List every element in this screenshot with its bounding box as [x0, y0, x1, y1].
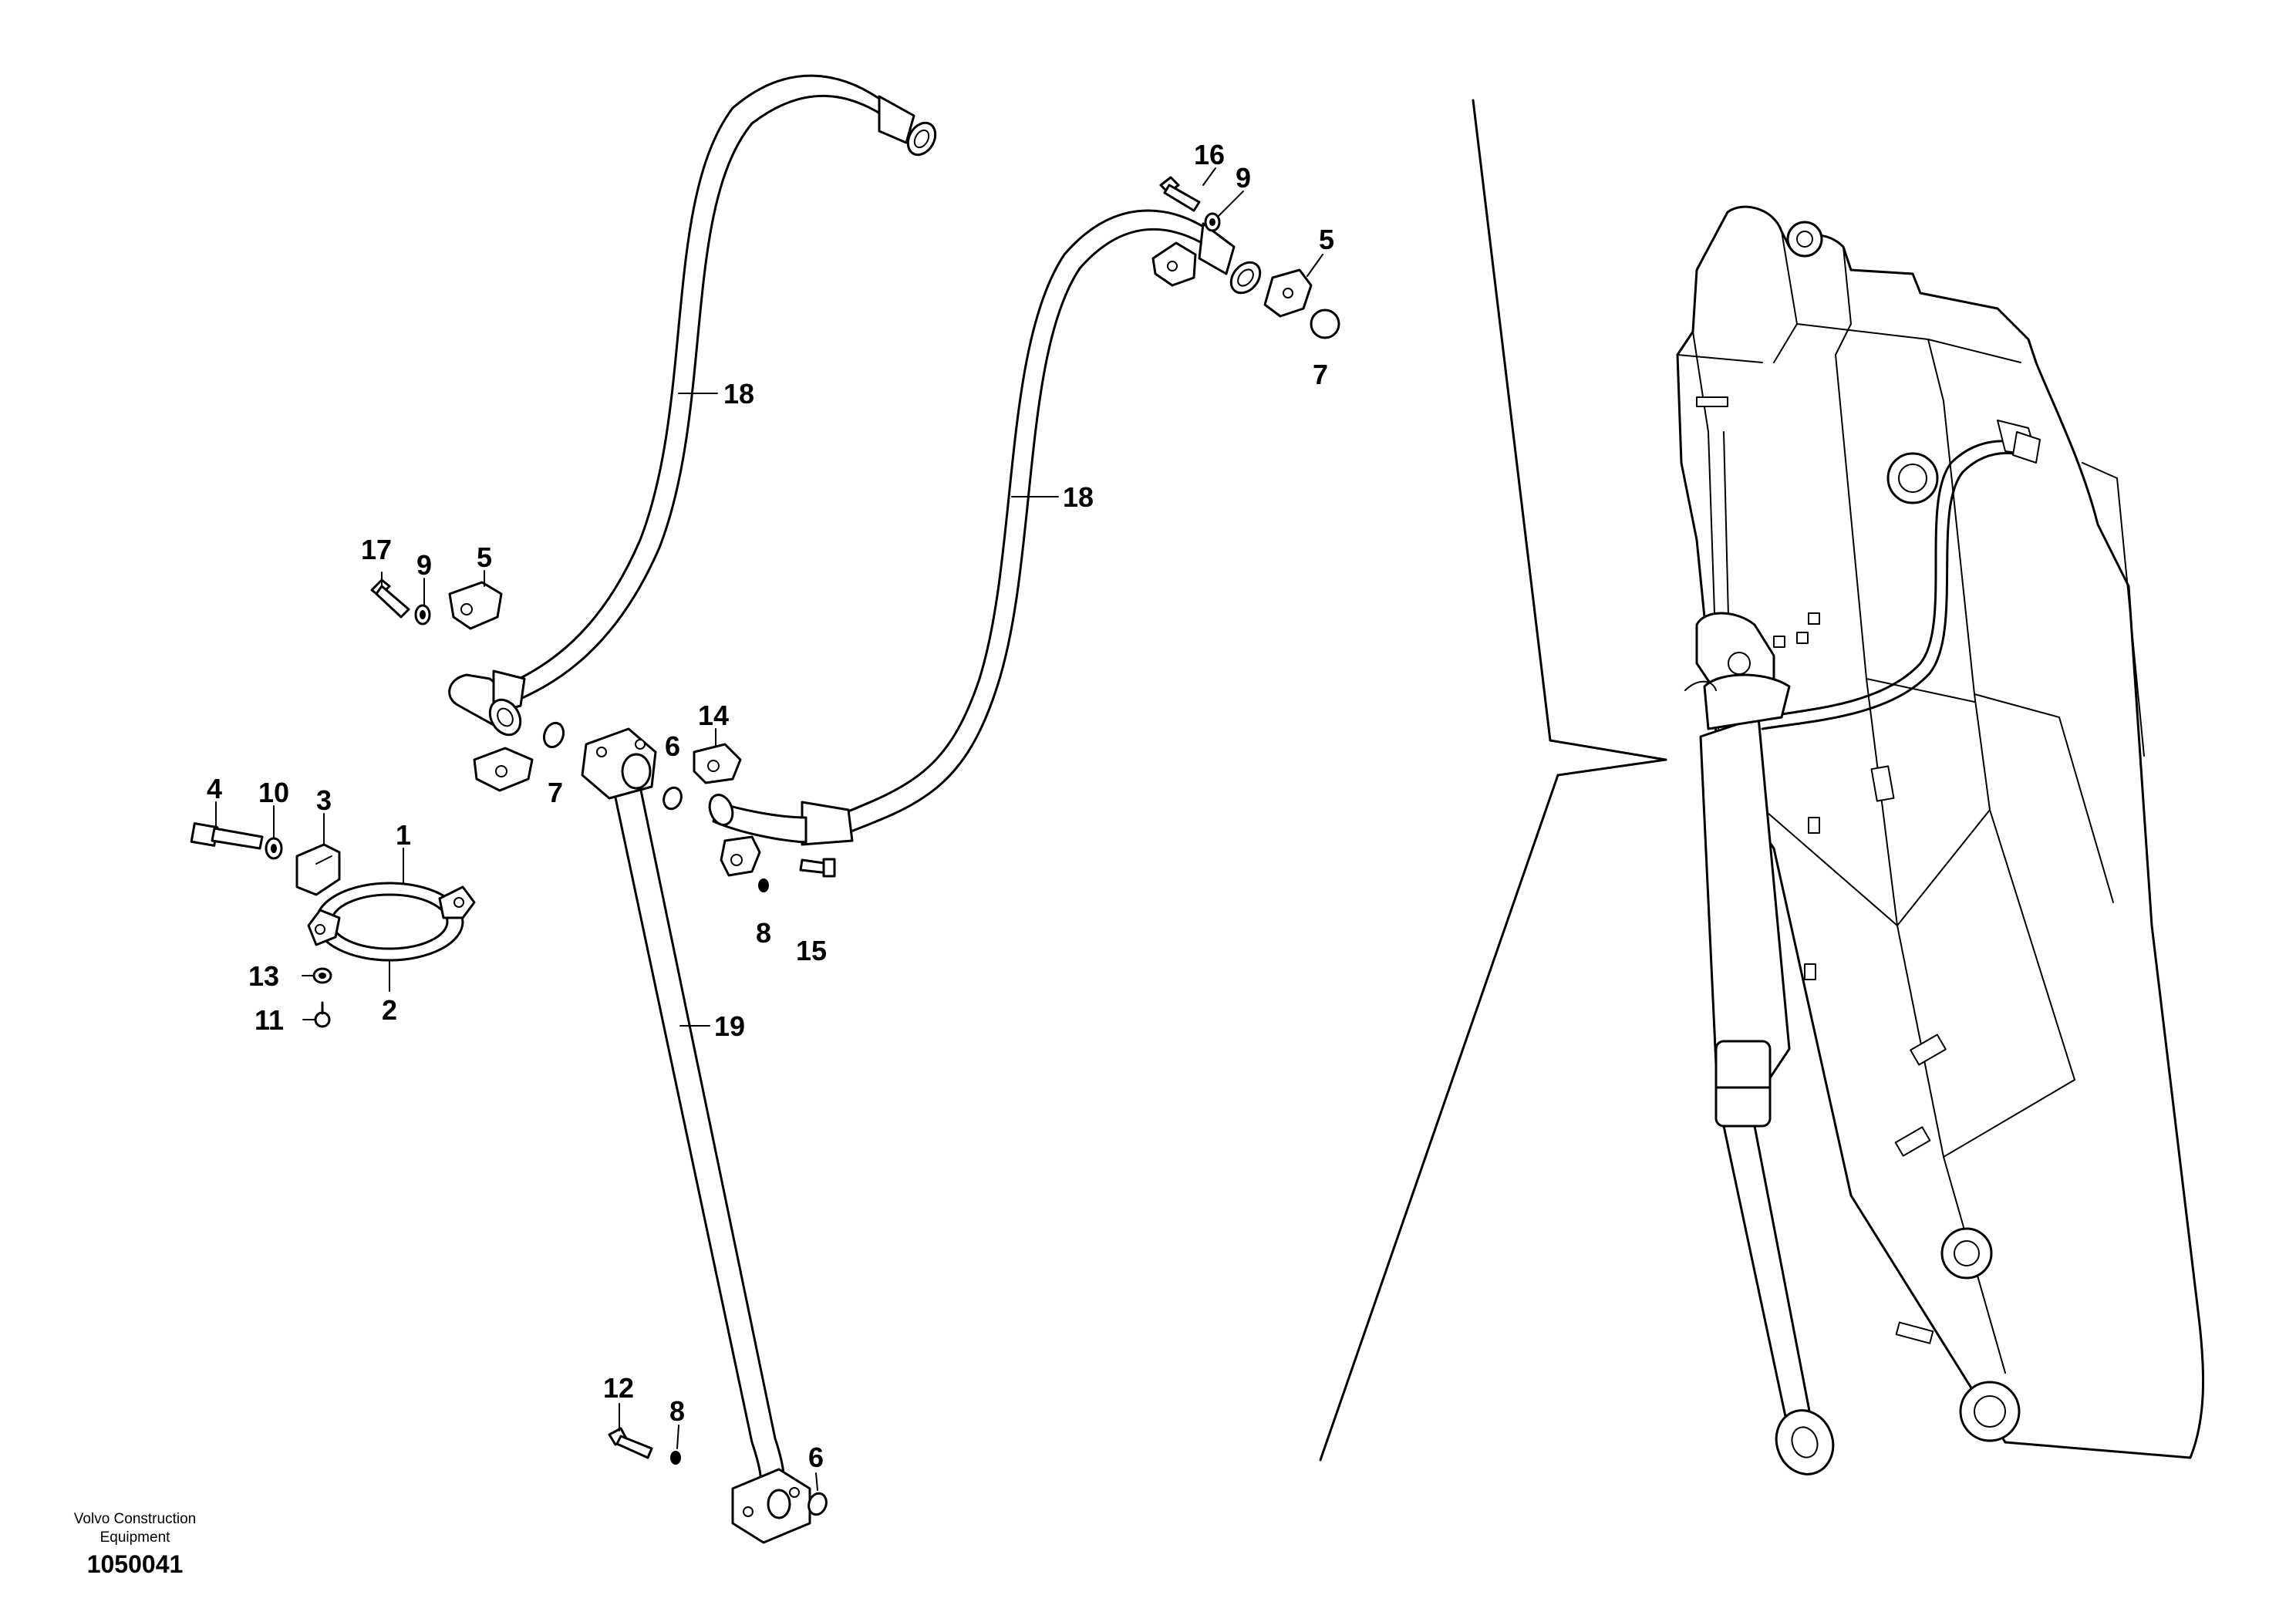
oring-7-left — [542, 721, 565, 749]
callout-16: 16 — [1194, 139, 1225, 170]
washer-10 — [265, 837, 283, 860]
bolt-12 — [608, 1427, 653, 1459]
pipe-19 — [581, 727, 811, 1544]
zoom-pointer-lines — [1319, 99, 1667, 1462]
hose-18-left — [448, 74, 937, 737]
oring-7-right — [1310, 309, 1340, 339]
flange-half-5-left-upper — [448, 581, 503, 630]
company-name-line1: Volvo Construction — [73, 1511, 197, 1527]
nut-11 — [314, 1001, 331, 1028]
flange-half-lower-center — [720, 835, 761, 877]
callout-8-center: 8 — [756, 917, 771, 949]
drawing-number: 1050041 — [86, 1550, 184, 1578]
bolt-16 — [1159, 176, 1201, 212]
washer-8-lower — [670, 1451, 681, 1465]
washer-8-center — [758, 878, 769, 892]
callout-9-left: 9 — [416, 549, 432, 581]
callout-1: 1 — [396, 819, 411, 851]
bolt-15 — [799, 858, 836, 878]
callout-18-left: 18 — [723, 378, 754, 410]
callout-17: 17 — [361, 534, 392, 565]
flange-half-14 — [693, 743, 742, 784]
callout-6-lower: 6 — [808, 1442, 824, 1473]
callout-3: 3 — [316, 784, 332, 816]
bolt-4 — [190, 822, 264, 850]
callout-19: 19 — [714, 1010, 745, 1042]
flange-half-5-right — [1263, 268, 1313, 318]
callout-11: 11 — [255, 1004, 284, 1036]
callout-9-right: 9 — [1236, 162, 1251, 194]
washer-9-left — [414, 604, 431, 626]
callout-5-right: 5 — [1319, 224, 1334, 255]
callout-5-left: 5 — [477, 541, 492, 573]
washer-13 — [312, 967, 332, 984]
callout-4: 4 — [207, 773, 222, 804]
callout-10: 10 — [258, 777, 289, 808]
callout-labels: 18 18 19 17 9 5 7 6 14 8 15 4 10 3 1 2 1… — [207, 139, 1334, 1473]
company-name: Volvo Construction Equipment — [46, 1510, 224, 1547]
leader-lines — [215, 167, 1323, 1491]
callout-14: 14 — [698, 700, 729, 731]
callout-8-lower: 8 — [669, 1395, 685, 1427]
flange-half-right-upper — [1151, 241, 1197, 287]
hose-18-right — [708, 209, 1262, 846]
oring-6-lower — [807, 1492, 828, 1516]
company-name-line2: Equipment — [99, 1529, 170, 1546]
clamp-assembly — [295, 843, 476, 962]
callout-7-right: 7 — [1313, 359, 1328, 390]
callout-12: 12 — [603, 1372, 634, 1404]
callout-7-left: 7 — [548, 777, 563, 808]
flange-half-left-lower — [473, 747, 534, 792]
callout-2: 2 — [382, 994, 397, 1026]
callout-6-upper: 6 — [665, 730, 680, 762]
boom-overview — [1676, 205, 2205, 1475]
callout-13: 13 — [248, 960, 279, 992]
washer-9-right — [1204, 212, 1221, 232]
callout-18-right: 18 — [1063, 481, 1094, 513]
callout-15: 15 — [796, 935, 827, 966]
bolt-17 — [370, 578, 410, 619]
oring-6-upper — [663, 786, 683, 811]
